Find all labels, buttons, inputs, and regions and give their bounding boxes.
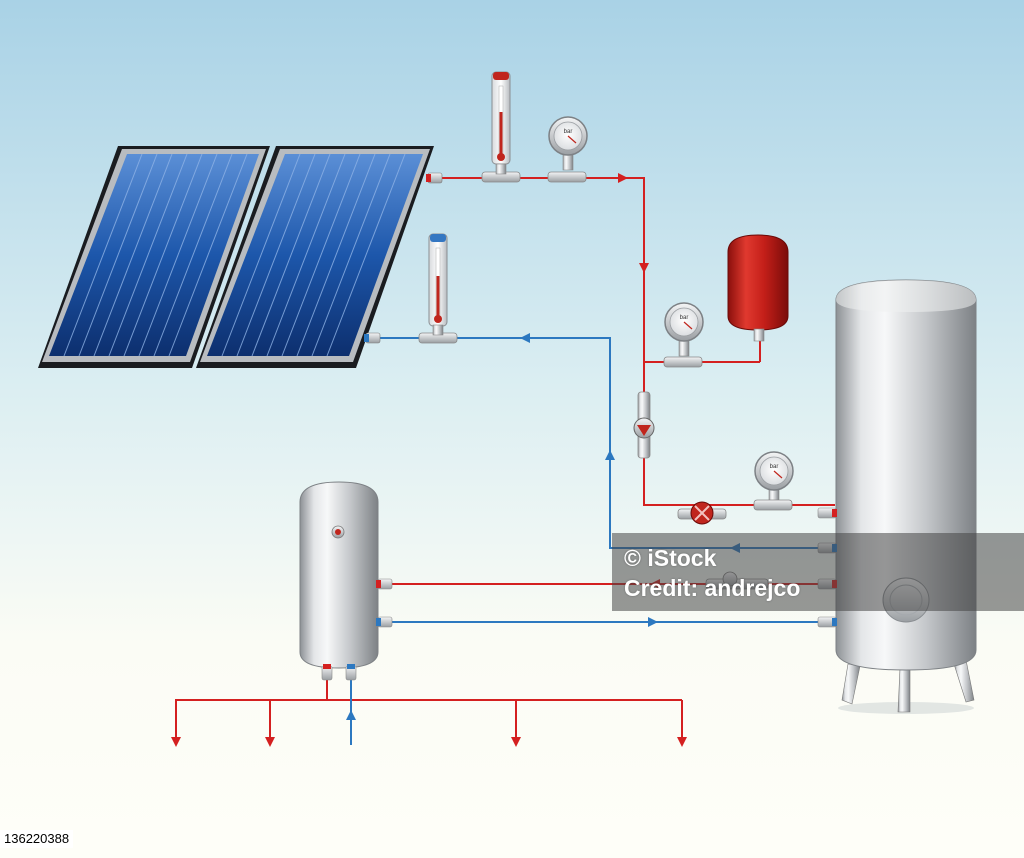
watermark: © iStock Credit: andrejco: [624, 543, 800, 603]
watermark-band: [612, 533, 1024, 611]
circulation-pump: [633, 391, 655, 459]
arrow-left-cold-top: [520, 333, 530, 343]
arrow-down-outlet-2: [265, 737, 275, 747]
shutoff-valve: [677, 501, 727, 525]
arrow-up-cold: [605, 450, 615, 460]
pressure-gauge-bottom: bar: [753, 451, 794, 511]
watermark-line-1: © iStock: [624, 545, 717, 571]
arrow-up-cold-inlet: [346, 710, 356, 720]
gauge-label: bar: [770, 464, 779, 470]
expansion-tank: [727, 234, 789, 342]
arrow-right-hot-top: [618, 173, 628, 183]
solar-panel-left: [38, 146, 270, 368]
solar-panel-right: [196, 146, 434, 368]
storage-tank-small: [299, 481, 379, 669]
watermark-line-2: Credit: andrejco: [624, 575, 801, 601]
stock-id-label: 136220388: [0, 830, 74, 848]
gauge-label: bar: [680, 315, 689, 321]
pressure-gauge-middle: bar: [663, 302, 704, 368]
arrow-down-hot: [639, 263, 649, 273]
arrow-down-outlet-4: [677, 737, 687, 747]
arrow-down-outlet-3: [511, 737, 521, 747]
arrow-down-outlet-1: [171, 737, 181, 747]
gauge-label: bar: [564, 129, 573, 135]
small-tank-ports: [321, 578, 393, 681]
thermometer-cold: [418, 233, 458, 344]
storage-tank-large: [835, 279, 977, 714]
arrow-right-cold-bottom: [648, 617, 658, 627]
thermometer-hot: [481, 71, 521, 183]
panel-connectors: [364, 172, 443, 344]
pressure-gauge-top: bar: [547, 116, 588, 183]
